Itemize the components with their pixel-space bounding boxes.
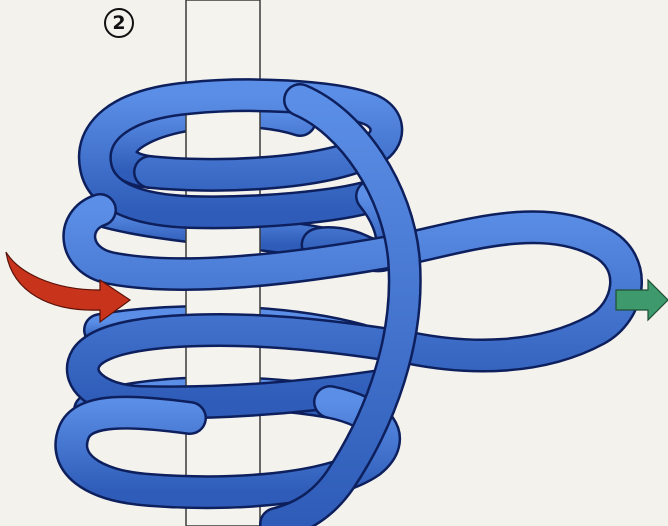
step-number-badge: 2 [104,8,134,38]
step-number: 2 [112,12,125,34]
